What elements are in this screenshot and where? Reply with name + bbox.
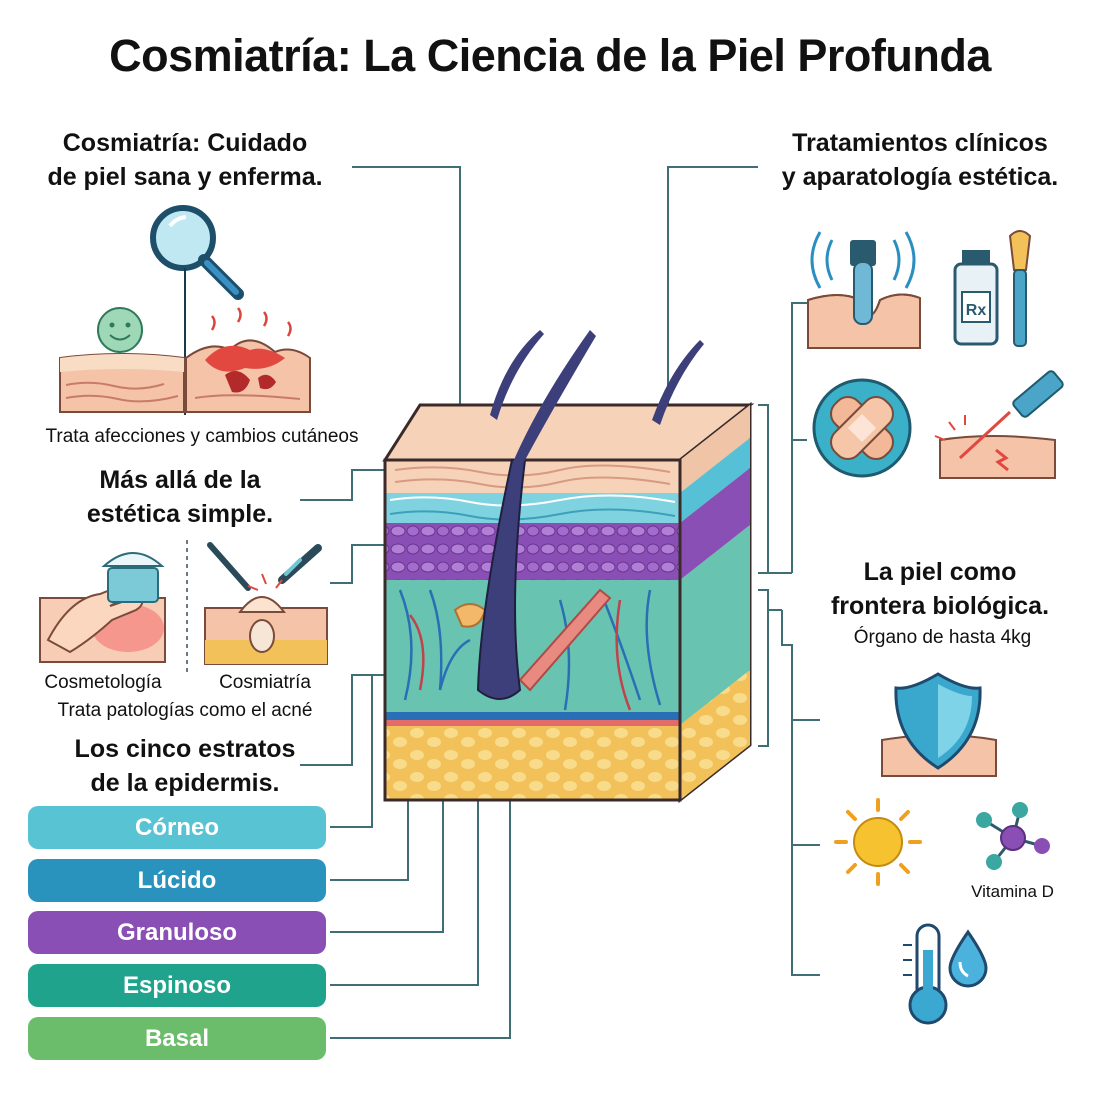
sun-icon [834,798,922,886]
cosmetology-label: Cosmetología [44,672,162,693]
care-heading-line-1: Cosmiatría: Cuidado [62,129,308,157]
stratum-basal: Basal [28,1017,326,1060]
skin-cross-section [382,330,755,804]
laser-device-icon [934,370,1064,479]
bandage-icon [812,378,912,478]
strata-heading-line-1: Los cinco estratos [74,735,296,763]
extraction-tools-icon [204,542,328,665]
strata-heading-line-2: de la epidermis. [90,769,280,797]
magnifier-icon [150,205,244,300]
rx-label: Rx [966,302,987,319]
barrier-heading-line-1: La piel como [863,558,1017,586]
stratum-granuloso: Granuloso [28,911,326,954]
barrier-heading-line-2: frontera biológica. [830,592,1050,620]
barrier-heading: La piel como frontera biológica. [810,555,1070,623]
treatments-heading-line-2: y aparatología estética. [781,163,1059,191]
hand-cream-icon [39,552,166,663]
prescription-bottle-icon: Rx [953,230,1032,347]
healthy-skin-icon [59,307,185,413]
stratum-corneo: Córneo [28,806,326,849]
stratum-espinoso: Espinoso [28,964,326,1007]
molecule-icon [976,802,1050,870]
care-caption: Trata afecciones y cambios cutáneos [45,426,359,447]
thermometer-icon [903,923,948,1025]
vitamin-d-label: Vitamina D [971,882,1054,901]
beyond-caption: Trata patologías como el acné [57,700,313,721]
beyond-heading: Más allá de la estética simple. [60,463,300,531]
care-heading: Cosmiatría: Cuidado de piel sana y enfer… [20,126,350,194]
treatments-heading: Tratamientos clínicos y aparatología est… [760,126,1080,194]
cosmiatry-label: Cosmiatría [219,672,311,693]
care-heading-line-2: de piel sana y enferma. [47,163,323,191]
beyond-heading-line-1: Más allá de la [99,466,261,494]
water-drop-icon [948,929,988,988]
strata-heading: Los cinco estratos de la epidermis. [40,732,330,800]
diseased-skin-icon [185,307,311,413]
shield-icon [881,672,997,777]
stratum-lucido: Lúcido [28,859,326,902]
page-title: Cosmiatría: La Ciencia de la Piel Profun… [109,30,991,81]
roller-device-icon [807,231,921,349]
beyond-heading-line-2: estética simple. [86,500,274,528]
treatments-heading-line-1: Tratamientos clínicos [792,129,1048,157]
barrier-caption: Órgano de hasta 4kg [853,627,1032,648]
